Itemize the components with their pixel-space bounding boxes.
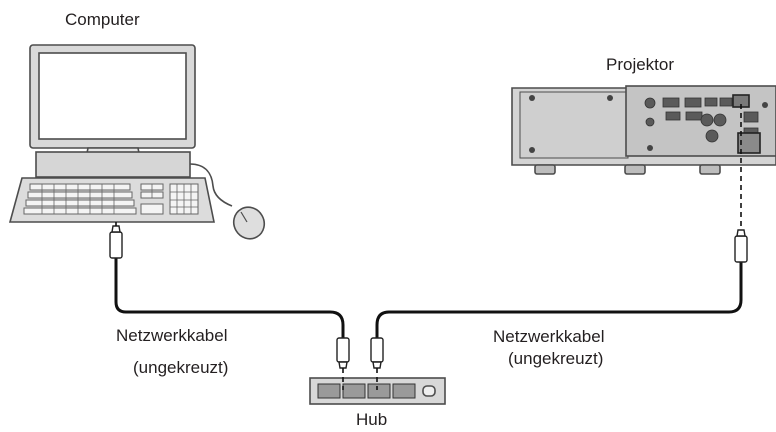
rj45-plugs [109,225,748,369]
network-cable-right [375,258,743,345]
keyboard [8,177,215,223]
mouse [189,163,266,240]
cable-left-label-line2: (ungekreuzt) [133,358,229,377]
cable-right-label-line1: Netzwerkkabel [493,327,605,346]
cable-right-label-line2: (ungekreuzt) [508,349,604,368]
hub-device [309,377,446,405]
network-cable-left [114,258,345,345]
connection-guides [115,104,742,390]
hub-label: Hub [356,410,388,429]
pc-base [35,151,191,178]
cable-left-label-line1: Netzwerkkabel [116,326,228,345]
projector-label: Projektor [606,55,675,74]
projector-illustration [511,85,776,175]
computer-label: Computer [65,10,140,29]
computer-illustration [8,44,266,240]
monitor [29,44,196,165]
